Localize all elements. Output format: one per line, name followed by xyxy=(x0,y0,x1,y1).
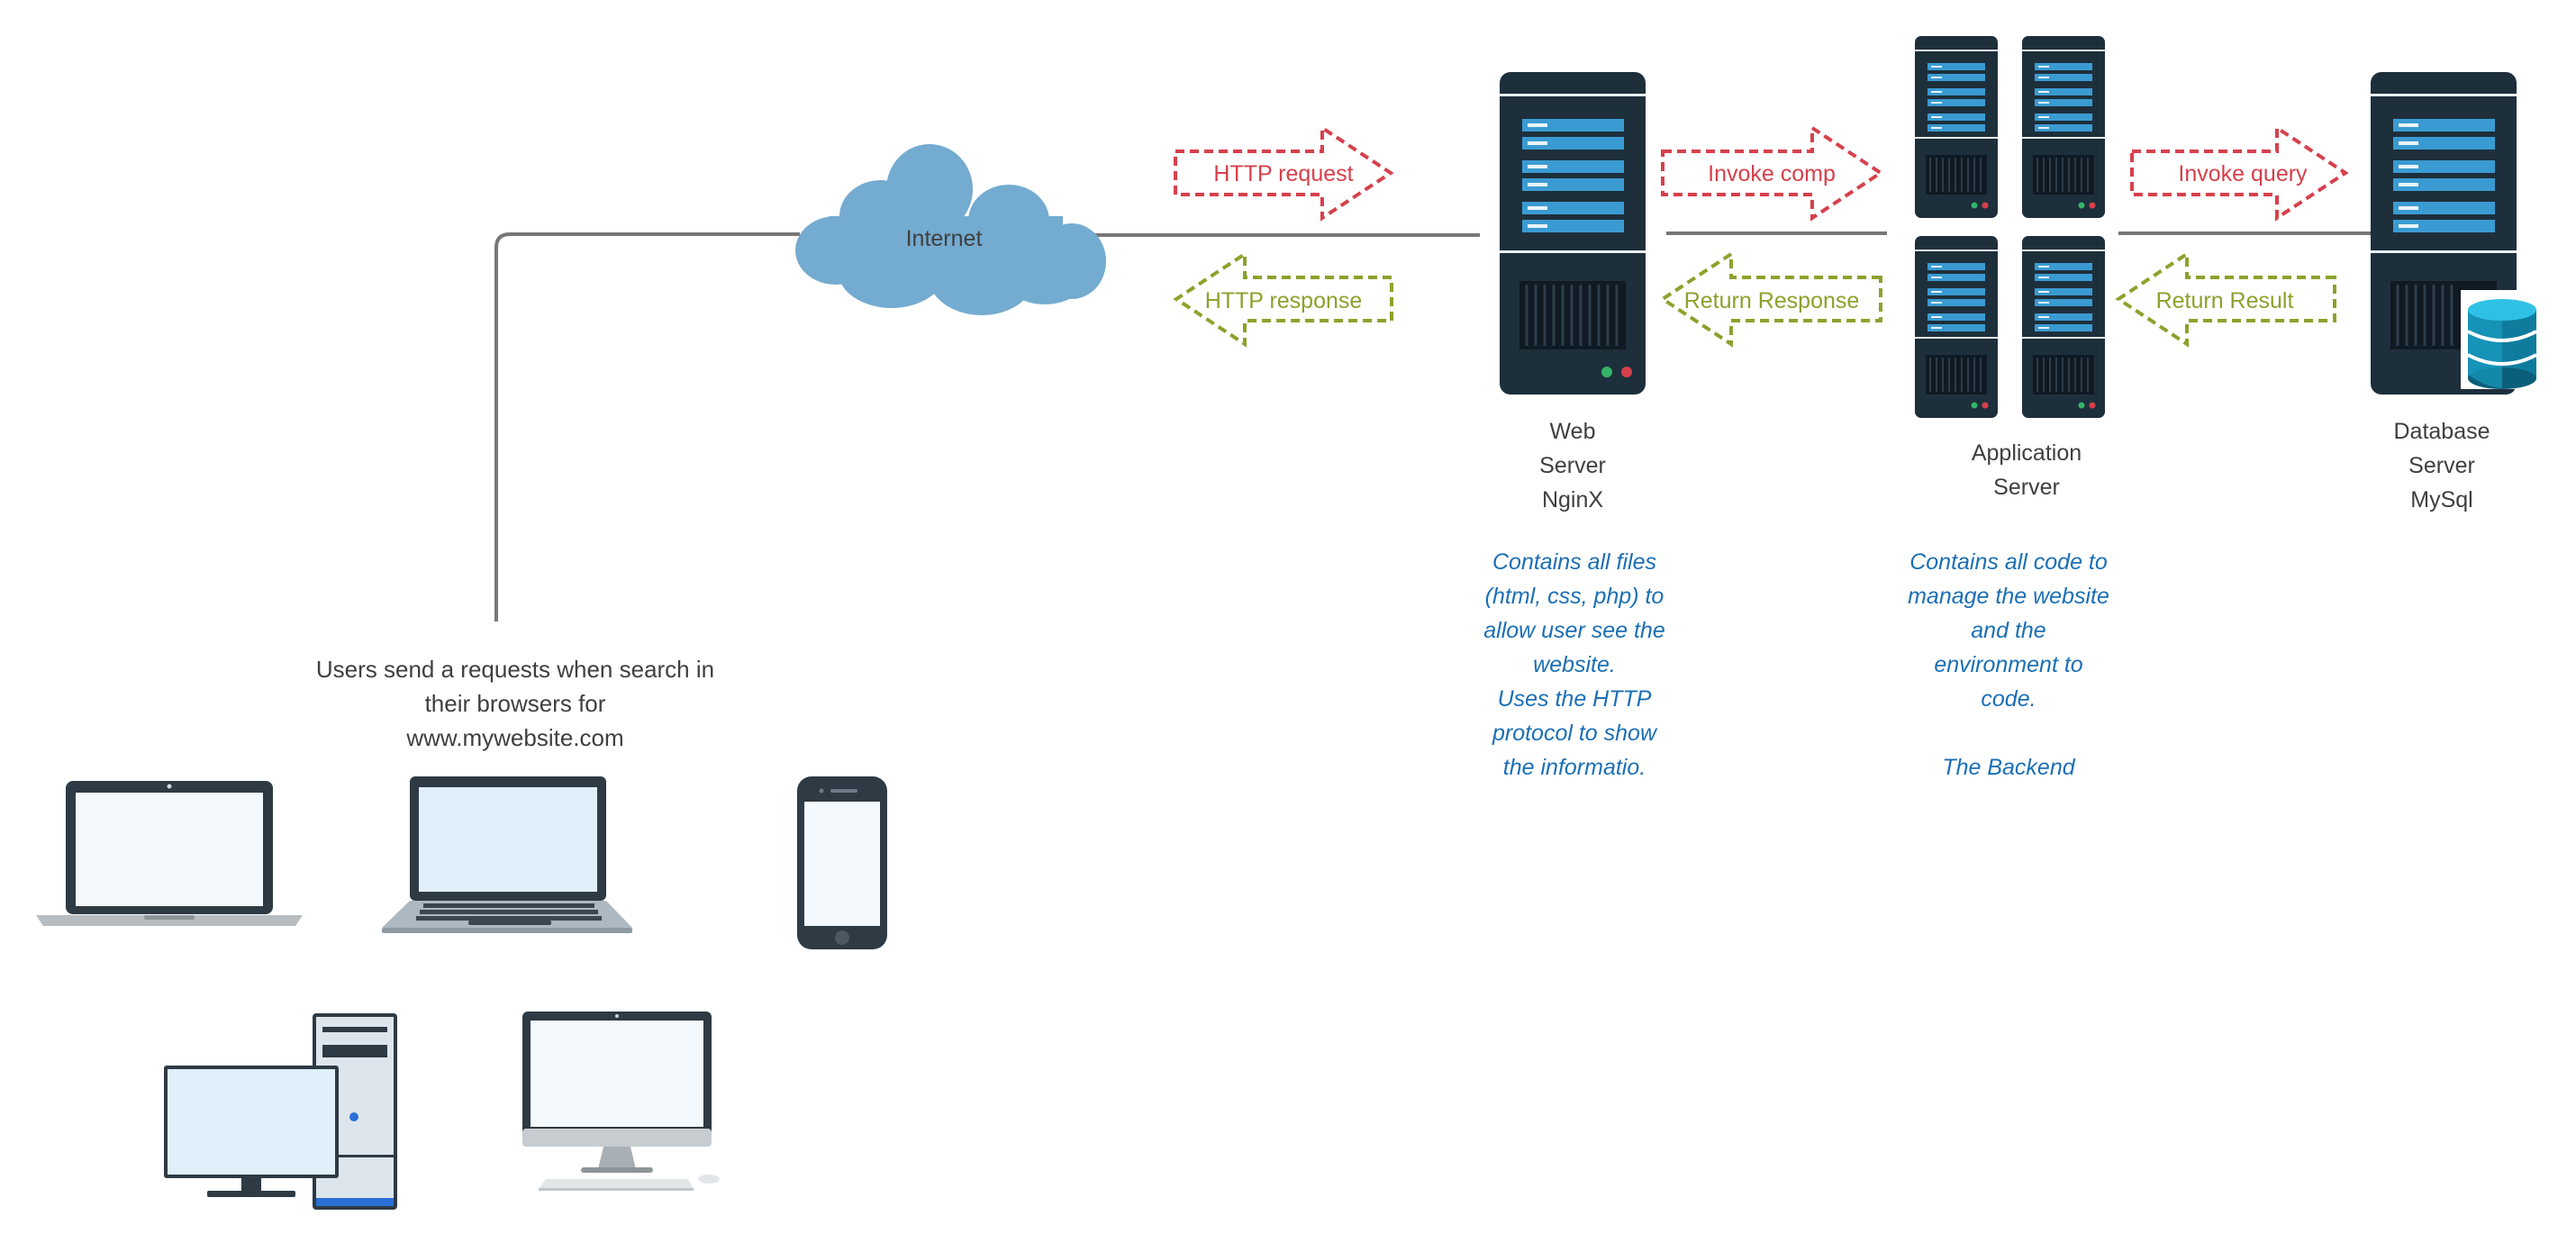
http-response-label: HTTP response xyxy=(1205,288,1363,313)
app-server-label-line: Application xyxy=(1972,440,2082,466)
users-caption-line: www.mywebsite.com xyxy=(405,724,623,751)
app-server-label: Application Server xyxy=(1972,440,2082,500)
db-server-label-line: MySql xyxy=(2410,487,2472,513)
web-server-note-line: the informatio. xyxy=(1503,755,1646,780)
server-rack-icon xyxy=(1500,72,1646,395)
invoke-query-label: Invoke query xyxy=(2178,161,2308,186)
users-caption-line: Users send a requests when search in xyxy=(316,656,714,683)
web-server-note-line: allow user see the xyxy=(1483,618,1665,643)
web-server-label-line: Web xyxy=(1550,419,1596,444)
server-unit-icon xyxy=(1915,236,1998,418)
users-caption: Users send a requests when search in the… xyxy=(316,656,714,751)
return-response-label: Return Response xyxy=(1684,288,1860,313)
app-server-note-line: manage the website xyxy=(1908,584,2109,609)
server-unit-icon xyxy=(2022,36,2105,218)
server-unit-icon xyxy=(1915,36,1998,218)
users-caption-line: their browsers for xyxy=(425,690,606,717)
database-icon xyxy=(2461,290,2544,389)
imac-icon xyxy=(522,1012,720,1191)
server-unit-icon xyxy=(2022,236,2105,418)
http-response-arrow: HTTP response xyxy=(1173,250,1393,348)
database-server-icon xyxy=(2371,72,2544,395)
return-result-label: Return Result xyxy=(2156,288,2294,313)
db-server-label: Database Server MySql xyxy=(2393,419,2490,513)
laptop-icon xyxy=(382,776,632,933)
laptop-icon xyxy=(36,781,303,926)
web-server-note: Contains all files (html, css, php) to a… xyxy=(1483,549,1665,780)
users-to-internet-connector xyxy=(494,232,800,622)
desktop-tower-icon xyxy=(164,1013,397,1210)
web-server-note-line: protocol to show xyxy=(1492,721,1658,746)
http-request-arrow: HTTP request xyxy=(1174,124,1394,222)
app-server-note-line: The Backend xyxy=(1942,755,2075,780)
invoke-query-arrow: Invoke query xyxy=(2130,124,2349,222)
web-server-label-line: NginX xyxy=(1542,487,1603,513)
invoke-comp-arrow: Invoke comp xyxy=(1661,124,1884,222)
http-request-label: HTTP request xyxy=(1213,161,1353,186)
web-server-label: Web Server NginX xyxy=(1539,419,1606,513)
web-server-note-line: Uses the HTTP xyxy=(1498,686,1652,712)
web-server-note-line: Contains all files xyxy=(1492,549,1656,575)
app-server-note-line: environment to xyxy=(1934,652,2082,677)
app-server-note: Contains all code to manage the website … xyxy=(1908,549,2109,780)
web-server-note-line: website. xyxy=(1533,652,1616,677)
cloud-icon xyxy=(795,144,1106,315)
db-server-label-line: Server xyxy=(2408,453,2475,478)
internet-label: Internet xyxy=(906,226,983,251)
server-cluster-icon xyxy=(1915,36,2105,418)
web-server-label-line: Server xyxy=(1539,453,1606,478)
db-server-label-line: Database xyxy=(2393,419,2490,444)
app-server-label-line: Server xyxy=(1993,475,2060,500)
smartphone-icon xyxy=(797,776,887,949)
app-server-note-line: and the xyxy=(1971,618,2045,643)
return-response-arrow: Return Response xyxy=(1659,250,1882,348)
invoke-comp-label: Invoke comp xyxy=(1708,161,1836,186)
keyboard-icon xyxy=(416,903,602,921)
web-server-note-line: (html, css, php) to xyxy=(1485,584,1664,609)
app-server-note-line: code. xyxy=(1981,686,2036,712)
app-server-note-line: Contains all code to xyxy=(1909,549,2108,575)
return-result-arrow: Return Result xyxy=(2115,250,2336,348)
